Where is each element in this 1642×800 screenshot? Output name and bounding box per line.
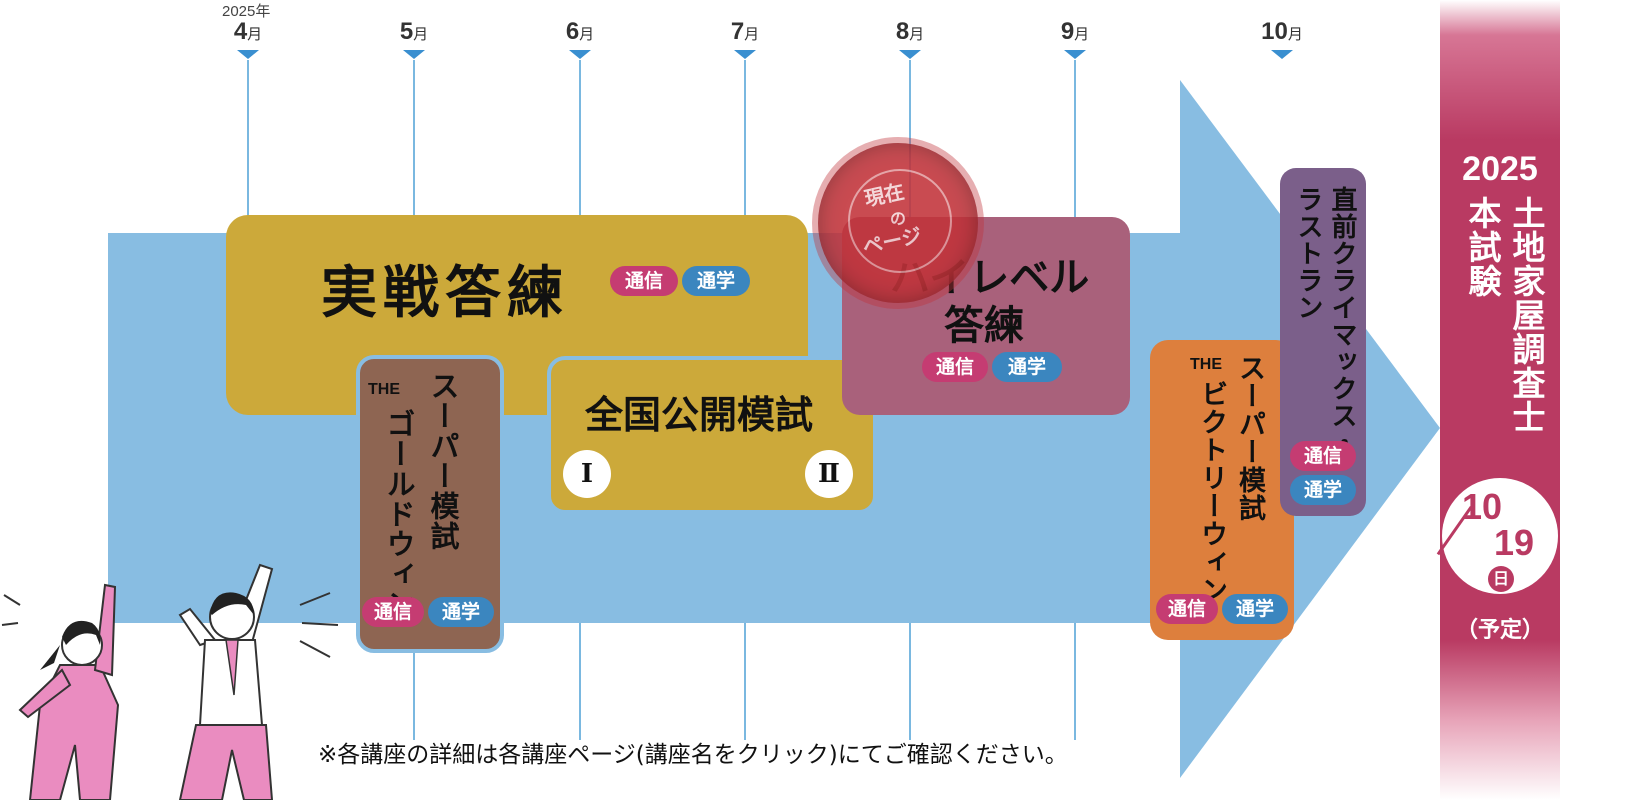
month-label-may: 5月	[399, 18, 429, 45]
exam-date-note: （予定）	[1455, 618, 1544, 643]
exam-year: 2025	[1462, 150, 1538, 188]
badge-tsugaku: 通学	[428, 597, 494, 627]
month-label-jun: 6月	[565, 18, 595, 45]
month-label-aug: 8月	[895, 18, 925, 45]
badge-tsugaku: 通学	[1222, 594, 1288, 624]
month-label-sep: 9月	[1060, 18, 1090, 45]
month-label-apr: 4月	[233, 18, 263, 45]
badge-tsugaku: 通学	[1290, 475, 1356, 505]
badge-tsugaku: 通学	[992, 352, 1062, 382]
round-2-label: Ⅱ	[805, 450, 853, 498]
course-title-line2: 答練	[944, 303, 1024, 349]
course-title-line2: ビクトリーウィン	[1196, 380, 1227, 604]
date-slash	[1436, 506, 1473, 556]
badge-tsushin: 通信	[1156, 594, 1218, 624]
month-tick	[899, 50, 921, 59]
month-tick	[403, 50, 425, 59]
month-label-oct: 10月	[1261, 18, 1303, 45]
month-tick	[237, 50, 259, 59]
course-title-line2: ゴールドウィン	[382, 409, 416, 619]
course-title-line1: 直前クライマックス・	[1327, 186, 1357, 456]
exam-weekday: 日	[1488, 566, 1514, 592]
course-title: 実戦答練	[321, 261, 569, 326]
exam-date-circle: 10 19 日	[1436, 478, 1558, 594]
month-label-jul: 7月	[730, 18, 760, 45]
month-tick	[734, 50, 756, 59]
exam-date-day: 19	[1494, 522, 1535, 563]
badge-tsushin: 通信	[922, 352, 988, 382]
badge-tsushin: 通信	[362, 597, 424, 627]
exam-column: 2025 土地家屋調査士 本試験 10 19 日 （予定）	[1436, 0, 1560, 800]
badge-tsugaku: 通学	[682, 266, 750, 296]
the-label: THE	[368, 381, 400, 398]
round-1-label: Ⅰ	[563, 450, 611, 498]
course-title-line1: スーパー模試	[1234, 354, 1265, 522]
current-page-seal: 現在 の ページ	[818, 143, 978, 303]
month-tick	[569, 50, 591, 59]
exam-title-line1: 土地家屋調査士	[1507, 196, 1546, 434]
badge-tsushin: 通信	[1290, 441, 1356, 471]
course-title: 全国公開模試	[585, 393, 814, 437]
course-title-line2: ラストラン	[1293, 186, 1323, 321]
seal-text-line2: の	[890, 209, 907, 228]
course-super-victory-win[interactable]: THE スーパー模試 ビクトリーウィン 通信 通学	[1150, 340, 1294, 640]
course-jissen-toren[interactable]: 実戦答練 通信 通学	[226, 215, 808, 415]
footer-note: ※各講座の詳細は各講座ページ(講座名をクリック)にてご確認ください。	[318, 742, 1068, 768]
course-chokuzen-climax-last-run[interactable]: 直前クライマックス・ ラストラン 通信 通学	[1280, 168, 1366, 516]
course-title-line1: スーパー模試	[426, 371, 460, 551]
celebrating-people-illustration	[1, 563, 339, 800]
year-label: 2025年	[222, 3, 271, 20]
the-label: THE	[1190, 356, 1222, 373]
month-tick	[1271, 50, 1293, 59]
course-zenkoku-koukai-moshi[interactable]: 全国公開模試 Ⅰ Ⅱ	[547, 356, 877, 514]
exam-title-line2: 本試験	[1463, 196, 1502, 298]
month-tick	[1064, 50, 1086, 59]
badge-tsushin: 通信	[610, 266, 678, 296]
course-super-gold-win[interactable]: THE スーパー模試 ゴールドウィン 通信 通学	[356, 355, 504, 653]
